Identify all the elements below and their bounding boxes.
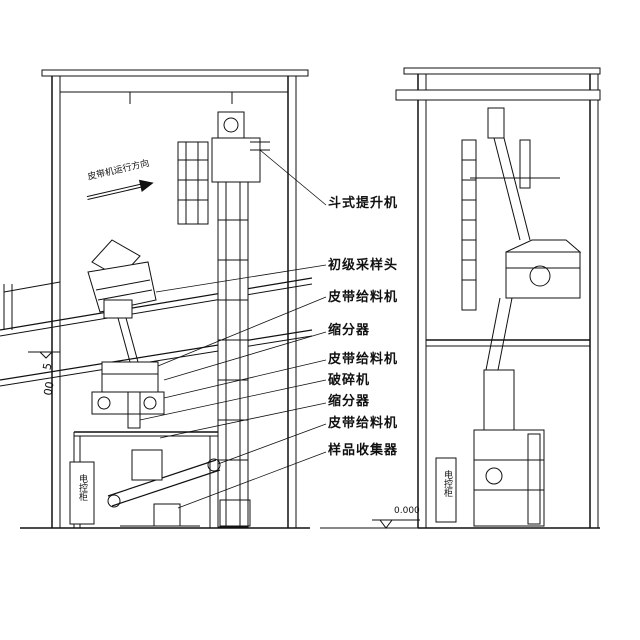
right-elevator — [470, 107, 560, 241]
divider-crusher-assembly — [91, 361, 165, 429]
label-sample-collector: 样品收集器 — [328, 443, 399, 458]
right-elevation-view — [395, 67, 601, 529]
left-elevation-marker — [28, 351, 60, 359]
left-control-cabinet — [69, 461, 95, 525]
label-leader-lines — [139, 149, 327, 509]
right-ladder — [461, 139, 477, 311]
right-roof-beam — [403, 67, 601, 75]
main-belt-top — [0, 277, 313, 331]
main-belt-bottom-2 — [0, 335, 313, 387]
label-divider-1: 缩分器 — [328, 323, 371, 338]
left-ladder — [177, 141, 270, 225]
primary-sampling-head — [87, 239, 157, 363]
elevation-value-left-2: 00 — [41, 380, 57, 397]
right-control-cabinet — [435, 457, 457, 523]
center-elevation-marker — [320, 519, 420, 529]
right-processing-column — [473, 297, 545, 527]
label-belt-feeder-2: 皮带给料机 — [328, 352, 399, 367]
left-elevation-view — [0, 69, 327, 529]
label-belt-feeder-3: 皮带给料机 — [328, 416, 399, 431]
elevation-value-right: 0.000 — [394, 506, 420, 516]
right-sampler-head — [505, 239, 582, 299]
label-primary-sampler: 初级采样头 — [328, 258, 399, 273]
bucket-elevator — [211, 111, 261, 528]
belt-direction-arrow — [86, 179, 154, 201]
right-cabinet-label: 电控柜 — [442, 470, 452, 497]
main-belt-top-2 — [0, 283, 313, 337]
left-roof-beam — [41, 69, 309, 77]
lower-belt-feeder — [107, 449, 221, 527]
label-divider-2: 缩分器 — [328, 394, 371, 409]
label-crusher: 破碎机 — [328, 373, 371, 388]
main-belt-bottom — [0, 329, 313, 381]
right-crane-beam — [395, 89, 601, 101]
label-belt-feeder-1: 皮带给料机 — [328, 290, 399, 305]
belt-support — [3, 281, 61, 293]
label-bucket-elevator: 斗式提升机 — [328, 196, 399, 211]
left-cabinet-label: 电控柜 — [77, 474, 87, 501]
